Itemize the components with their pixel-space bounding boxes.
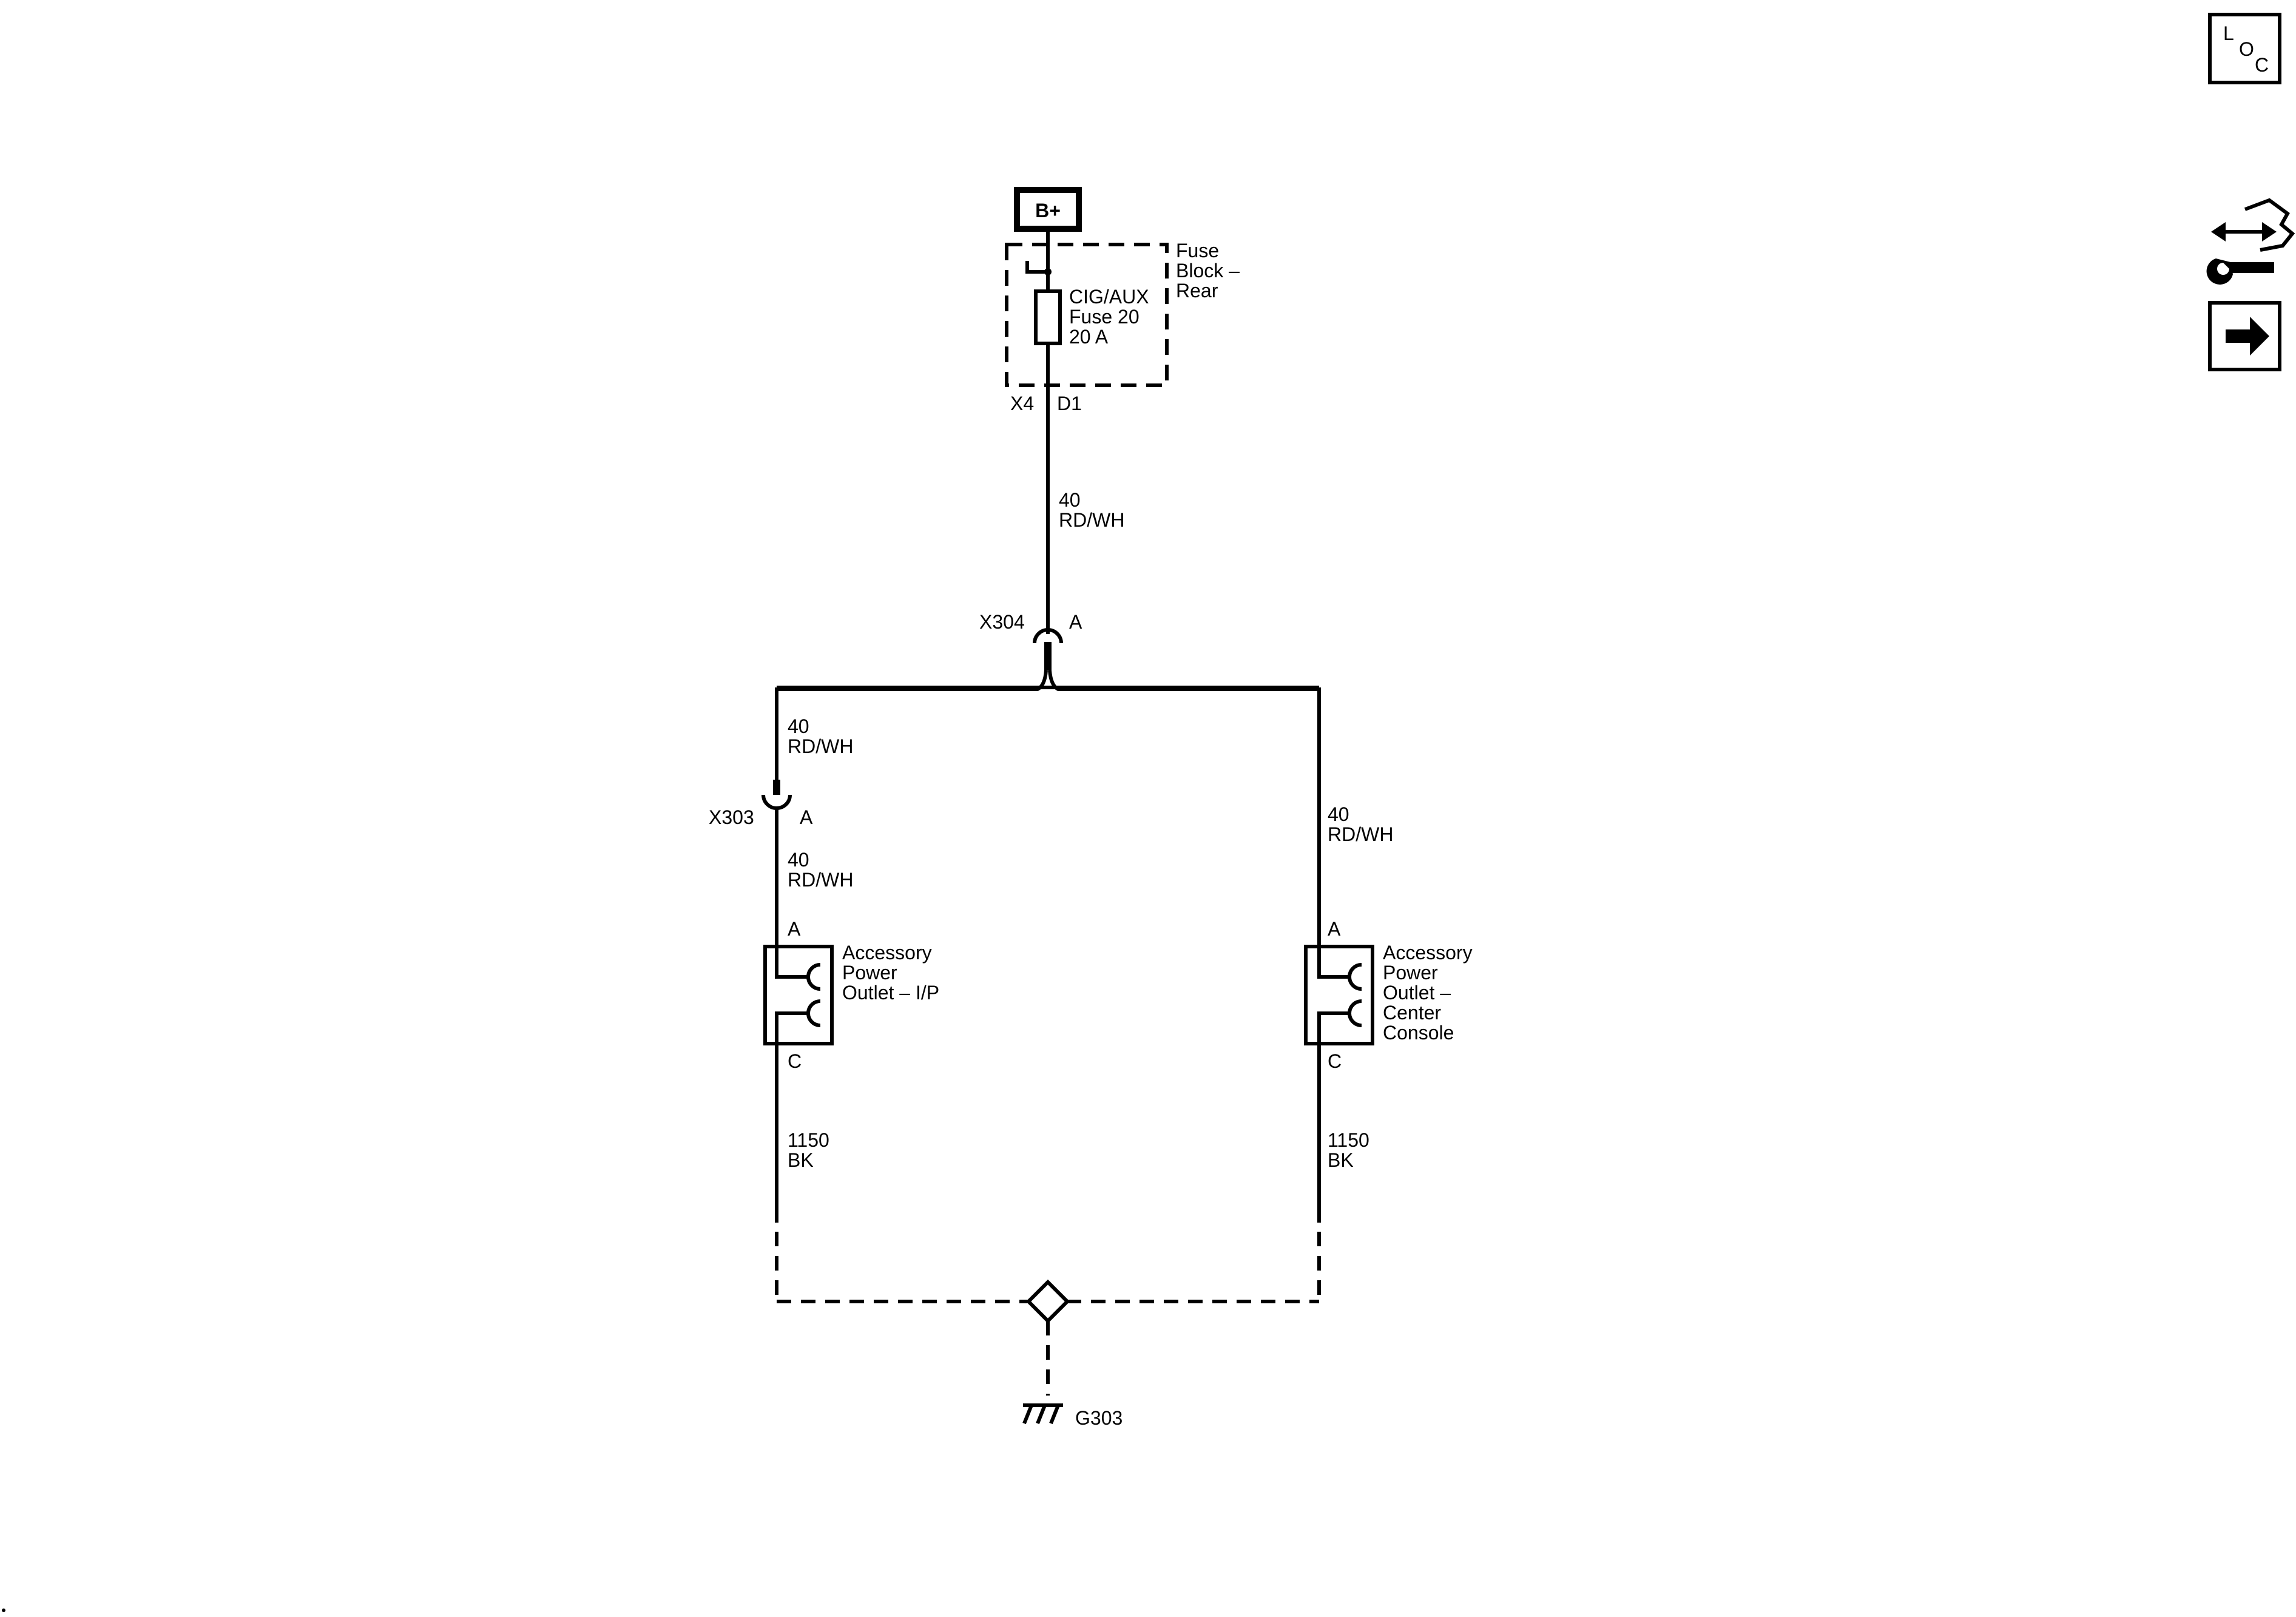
outlet-ip-pin-bottom: C: [788, 1050, 802, 1072]
right-ground-wire-label: 1150 BK: [1328, 1129, 1375, 1171]
right-wire-label: 40 RD/WH: [1328, 803, 1393, 845]
right-ground-wire: 1150 BK: [1317, 1044, 1375, 1301]
fuse-block-rear: Fuse Block – Rear CIG/AUX Fuse 20 20 A X…: [1005, 240, 1245, 414]
battery-source: B+: [1014, 187, 1082, 246]
x303-pin: A: [800, 806, 813, 828]
outlet-console: Accessory Power Outlet – Center Console …: [1304, 942, 1477, 1072]
x303-name: X303: [709, 806, 754, 828]
arrow-right-icon: [2226, 317, 2269, 356]
feed-wire-label: 40 RD/WH: [1059, 489, 1124, 531]
ground-splice-diamond: [1025, 1279, 1070, 1324]
outlet-console-name: Accessory Power Outlet – Center Console: [1383, 942, 1477, 1044]
connector-x303: X303 A: [709, 780, 813, 828]
outlet-ip: Accessory Power Outlet – I/P C: [763, 942, 939, 1072]
outlet-console-pin-top: A: [1328, 918, 1341, 940]
connector-x304: X304 A: [979, 611, 1082, 670]
ground-g303: G303: [1022, 1403, 1123, 1429]
stray-mark: [2, 1609, 5, 1612]
next-page-button[interactable]: [2208, 301, 2281, 371]
connector-tool-icon[interactable]: [2206, 198, 2295, 285]
fuse-block-pin: D1: [1057, 393, 1082, 414]
fuse-label: CIG/AUX Fuse 20 20 A: [1069, 286, 1154, 348]
svg-text:L: L: [2223, 22, 2234, 44]
splice-bus: [775, 670, 1321, 691]
svg-text:C: C: [2255, 54, 2269, 76]
right-branch: 40 RD/WH A: [1317, 687, 1393, 947]
left-ground-wire: 1150 BK: [775, 1044, 835, 1301]
fuse-symbol: [1034, 289, 1062, 345]
left-lower-wire-label: 40 RD/WH: [788, 849, 853, 891]
left-upper-wire-label: 40 RD/WH: [788, 715, 853, 757]
left-branch: 40 RD/WH X303 A 40 RD/WH A: [709, 687, 853, 947]
fuse-block-name: Fuse Block – Rear: [1176, 240, 1245, 302]
fuse-block-connector: X4: [1010, 393, 1034, 414]
feed-wire: 40 RD/WH: [1046, 385, 1124, 634]
x304-pin: A: [1069, 611, 1082, 633]
loc-icon[interactable]: L O C: [2208, 13, 2281, 84]
left-ground-wire-label: 1150 BK: [788, 1129, 835, 1171]
ground-bus: [777, 1279, 1319, 1396]
ground-name: G303: [1075, 1407, 1123, 1429]
outlet-console-pin-bottom: C: [1328, 1050, 1342, 1072]
outlet-ip-name: Accessory Power Outlet – I/P: [842, 942, 939, 1004]
battery-source-label: B+: [1035, 200, 1061, 221]
outlet-ip-pin-top: A: [788, 918, 801, 940]
svg-text:O: O: [2239, 38, 2254, 60]
x304-name: X304: [979, 611, 1025, 633]
